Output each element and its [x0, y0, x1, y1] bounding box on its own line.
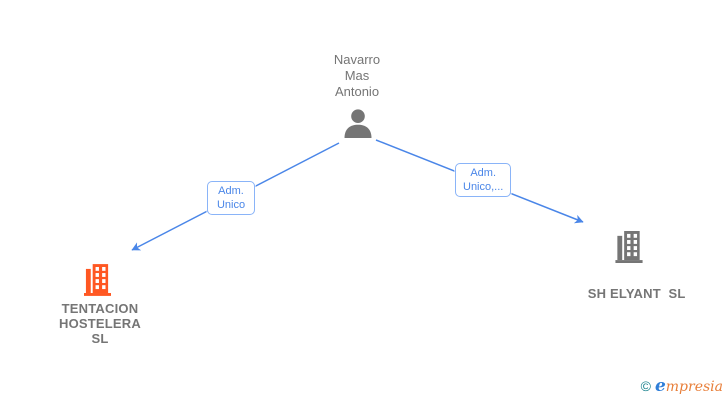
person-icon[interactable]	[343, 109, 373, 138]
person-node-name[interactable]: Navarro Mas Antonio	[307, 52, 407, 100]
company-node-shelyant[interactable]: SH ELYANT SL	[554, 271, 704, 316]
edge-label-line: Adm.	[470, 167, 497, 179]
person-name-line: Navarro	[333, 52, 381, 67]
copyright-symbol: ©	[640, 378, 651, 394]
brand-wordmark: empresia	[655, 376, 723, 396]
person-name-line: Antonio	[334, 84, 380, 99]
building-icon-shelyant[interactable]	[615, 231, 643, 263]
brand-initial: e	[654, 376, 666, 396]
company-name-line: TENTACION	[61, 301, 139, 316]
company-node-tentacion[interactable]: TENTACION HOSTELERA SL	[40, 301, 160, 346]
edge-label-line: Adm.	[218, 185, 244, 197]
edge-label-line: Unico,...	[463, 181, 504, 193]
edge-label-adm-unico-left[interactable]: Adm. Unico	[207, 181, 255, 215]
edge-label-adm-unico-right[interactable]: Adm. Unico,...	[455, 163, 512, 197]
company-name-line: SH ELYANT SL	[587, 286, 686, 301]
edge-label-line: Unico	[216, 199, 246, 211]
company-name-line: HOSTELERA	[59, 316, 141, 331]
brand-rest: mpresia	[665, 379, 723, 395]
building-icon-tentacion[interactable]	[84, 263, 111, 297]
company-name-line: SL	[91, 331, 109, 346]
empresia-logo[interactable]: © empresia	[641, 376, 723, 396]
person-name-line: Mas	[344, 68, 370, 83]
